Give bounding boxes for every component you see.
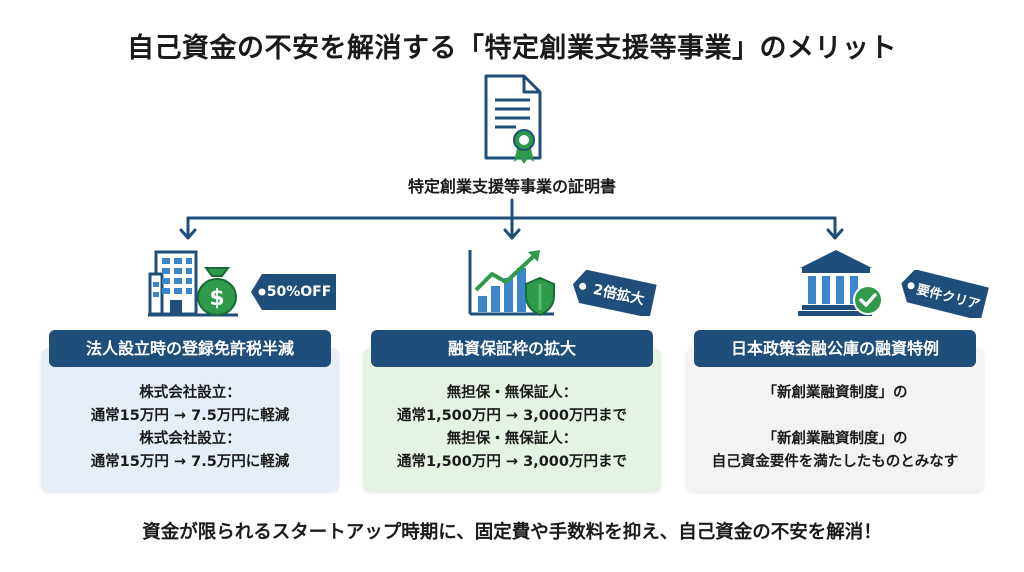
building-money-bag-icon: $	[148, 246, 244, 322]
card-loan-guarantee: 融資保証枠の拡大 無担保・無保証人： 通常1,500万円 → 3,000万円まで…	[363, 330, 661, 492]
card-line: 自己資金要件を満たしたものとみなす	[711, 454, 959, 470]
svg-text:$: $	[209, 286, 224, 311]
card-header: 日本政策金融公庫の融資特例	[694, 330, 976, 367]
card-line: 通常15万円 → 7.5万円に軽減	[90, 408, 290, 424]
card-line: 「新創業融資制度」の	[762, 431, 908, 447]
card-body	[41, 348, 339, 492]
certificate-document-icon	[480, 74, 544, 170]
card-line: 通常15万円 → 7.5万円に軽減	[90, 454, 290, 470]
card-line	[686, 405, 984, 428]
card-line: 通常1,500万円 → 3,000万円まで	[397, 454, 627, 470]
tag-shape-icon	[901, 270, 989, 318]
card-body	[686, 348, 984, 492]
card-line: 株式会社設立：	[139, 385, 241, 401]
card-header: 融資保証枠の拡大	[371, 330, 653, 367]
footer-message: 資金が限られるスタートアップ時期に、固定費や手数料を抑え、自己資金の不安を解消！	[142, 522, 882, 543]
card-registration-tax: 法人設立時の登録免許税半減 株式会社設立： 通常15万円 → 7.5万円に軽減 …	[41, 330, 339, 492]
page-title: 自己資金の不安を解消する「特定創業支援等事業」のメリット	[127, 33, 897, 64]
card-line: 株式会社設立：	[139, 431, 241, 447]
growth-chart-shield-icon	[466, 246, 562, 322]
card-line: 「新創業融資制度」の	[762, 385, 908, 401]
card-body	[363, 348, 661, 492]
card-line: 通常1,500万円 → 3,000万円まで	[397, 408, 627, 424]
expansion-tag: 2倍拡大	[570, 270, 658, 316]
card-text: 「新創業融資制度」の 「新創業融資制度」の 自己資金要件を満たしたものとみなす	[686, 382, 984, 474]
discount-tag: 50%OFF	[250, 272, 338, 312]
card-header: 法人設立時の登録免許税半減	[49, 330, 331, 367]
card-jfc-loan: 日本政策金融公庫の融資特例 「新創業融資制度」の 「新創業融資制度」の 自己資金…	[686, 330, 984, 492]
bank-checkmark-icon	[796, 248, 886, 322]
card-line: 無担保・無保証人：	[446, 431, 578, 447]
requirement-tag: 要件クリア	[898, 270, 990, 318]
card-text: 株式会社設立： 通常15万円 → 7.5万円に軽減 株式会社設立： 通常15万円…	[41, 382, 339, 474]
tag-shape-icon	[572, 270, 657, 316]
card-text: 無担保・無保証人： 通常1,500万円 → 3,000万円まで 無担保・無保証人…	[363, 382, 661, 474]
certificate-label: 特定創業支援等事業の証明書	[407, 177, 616, 196]
card-line: 無担保・無保証人：	[446, 385, 578, 401]
tag-shape-icon	[251, 274, 336, 310]
tag-label: 50%OFF	[266, 284, 332, 300]
